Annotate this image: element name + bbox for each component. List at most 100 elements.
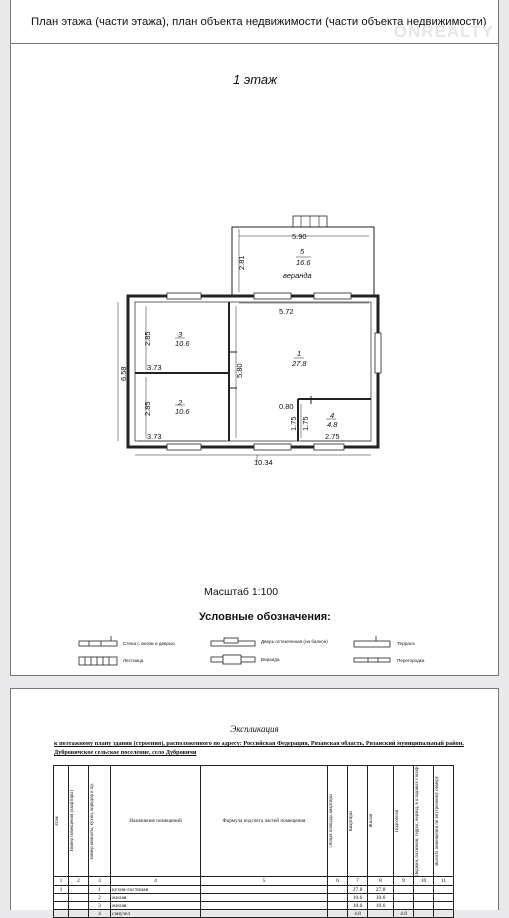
legend-label-veranda: Веранда xyxy=(261,657,280,662)
header-cell: Подсобная xyxy=(393,764,414,878)
cell-aux xyxy=(393,893,414,903)
column-number-row: 1 2 3 4 5 6 7 8 9 10 11 xyxy=(53,876,454,887)
page-header: План этажа (части этажа), план объекта н… xyxy=(11,0,498,44)
cell-room: 3 xyxy=(88,901,111,911)
window xyxy=(374,332,382,374)
dim-room2-width: 3.73 xyxy=(147,432,162,441)
dim-bath-width: 2.75 xyxy=(325,432,340,441)
cell-room: 2 xyxy=(88,893,111,903)
floor-plan-drawing: 5.90 2.81 5 16.6 веранда 5.72 6.58 2.85 … xyxy=(78,215,391,666)
explication-subtitle: к поэтажному плану здания (строения), ра… xyxy=(54,740,464,756)
explication-page: Экспликация к поэтажному плану здания (с… xyxy=(10,688,499,918)
table-row: 1 1 кухня-гостиная 27.8 27.8 xyxy=(53,885,454,895)
header-cell: Этаж xyxy=(53,764,69,878)
header-cell: Квартиры xyxy=(347,764,368,878)
column-number: 1 xyxy=(53,876,69,887)
dim-total-depth: 6.58 xyxy=(119,366,128,381)
dim-veranda-depth: 2.81 xyxy=(237,255,246,270)
header-cell: Общая площадь квартиры xyxy=(327,764,348,878)
column-number: 11 xyxy=(433,876,454,887)
cell-floor: 1 xyxy=(53,885,69,895)
room-2-number: 2 xyxy=(177,398,183,407)
room-4-area: 4.8 xyxy=(327,420,338,429)
table-row: 2 жилая 10.6 10.6 xyxy=(53,893,454,903)
column-number: 3 xyxy=(88,876,111,887)
window xyxy=(313,443,345,451)
cell-room: 4 xyxy=(88,909,111,918)
header-title: План этажа (части этажа), план объекта н… xyxy=(31,16,487,28)
room-5-area: 16.6 xyxy=(296,258,311,267)
column-number: 8 xyxy=(367,876,394,887)
cell-aux xyxy=(393,885,414,895)
header-cell: Номер помещения (квартиры) xyxy=(68,764,89,878)
legend-label-terrace: Терраса xyxy=(397,641,415,646)
floor-plan-page: План этажа (части этажа), план объекта н… xyxy=(10,0,499,676)
legend-symbol-terrace xyxy=(353,636,391,648)
column-number: 10 xyxy=(413,876,434,887)
explication-table: Этаж Номер помещения (квартиры) Номер ко… xyxy=(53,764,454,918)
room-4-number: 4 xyxy=(330,411,334,420)
legend-label-partition: Перегородка xyxy=(397,658,425,663)
table-header-row: Этаж Номер помещения (квартиры) Номер ко… xyxy=(53,764,454,878)
cell-name: кухня-гостиная xyxy=(110,885,201,895)
header-cell: Формула подсчета частей помещения xyxy=(200,764,328,878)
dim-partition: 5.80 xyxy=(235,363,244,378)
cell-floor xyxy=(53,893,69,903)
table-row: 3 жилая 10.6 10.6 xyxy=(53,901,454,911)
window xyxy=(253,292,292,300)
room-1-area: 27.8 xyxy=(291,359,307,368)
legend-symbol-stairs xyxy=(78,656,118,666)
header-cell: Номер комнаты, кухни, коридор и пр. xyxy=(88,764,111,878)
legend-label-stairs: Лестница xyxy=(123,658,144,663)
room-1-number: 1 xyxy=(297,349,301,358)
cell-floor xyxy=(53,901,69,911)
cell-total: 10.6 xyxy=(347,901,368,911)
floor-title: 1 этаж xyxy=(233,72,278,87)
dim-veranda-width: 5.90 xyxy=(292,232,307,241)
table-row: 4 санузел 4.8 4.8 xyxy=(53,909,454,918)
header-cell: Высота помещений по внутреннему обмеру xyxy=(433,764,454,878)
column-number: 6 xyxy=(327,876,348,887)
cell-room: 1 xyxy=(88,885,111,895)
cell-total: 10.6 xyxy=(347,893,368,903)
cell-total: 4.8 xyxy=(347,909,368,918)
scale-label: Масштаб 1:100 xyxy=(204,586,279,598)
cell-aux: 4.8 xyxy=(393,909,414,918)
column-number: 5 xyxy=(200,876,328,887)
dim-bath-depth2: 1.75 xyxy=(301,416,310,431)
dim-room3-width: 3.73 xyxy=(147,363,162,372)
window xyxy=(166,292,202,300)
column-number: 9 xyxy=(393,876,414,887)
legend-title: Условные обозначения: xyxy=(199,611,331,623)
room-3-area: 10.6 xyxy=(175,339,190,348)
dim-total-width: 10.34 xyxy=(254,458,273,467)
dim-bath-depth: 1.75 xyxy=(289,416,298,431)
room-3-number: 3 xyxy=(178,330,183,339)
header-cell: Жилая xyxy=(367,764,394,878)
column-number: 2 xyxy=(68,876,89,887)
room-5-number: 5 xyxy=(300,247,305,256)
cell-total: 27.8 xyxy=(347,885,368,895)
dim-room3-depth: 2.85 xyxy=(143,331,152,346)
cell-living: 10.6 xyxy=(367,893,394,903)
cell-living: 10.6 xyxy=(367,901,394,911)
header-cell: Лоджий, балконов, террас, веранд, в клад… xyxy=(413,764,434,878)
dim-room2-depth: 2.85 xyxy=(143,401,152,416)
room-2-area: 10.6 xyxy=(175,407,190,416)
window xyxy=(313,292,352,300)
window xyxy=(166,443,202,451)
legend-label-glazed-door: Дверь остекленная (на балкон) xyxy=(261,639,328,644)
column-number: 4 xyxy=(110,876,201,887)
header-cell: Назначение помещений xyxy=(110,764,201,878)
house-outer-wall xyxy=(126,294,380,449)
cell-name: жилая xyxy=(110,901,201,911)
legend-symbol-wall xyxy=(78,636,118,647)
explication-title: Экспликация xyxy=(230,724,279,734)
cell-floor xyxy=(53,909,69,918)
cell-name: санузел xyxy=(110,909,201,918)
dim-bath-offset: 0.80 xyxy=(279,402,294,411)
window xyxy=(253,443,292,451)
cell-living: 27.8 xyxy=(367,885,394,895)
column-number: 7 xyxy=(347,876,368,887)
cell-living xyxy=(367,909,394,918)
